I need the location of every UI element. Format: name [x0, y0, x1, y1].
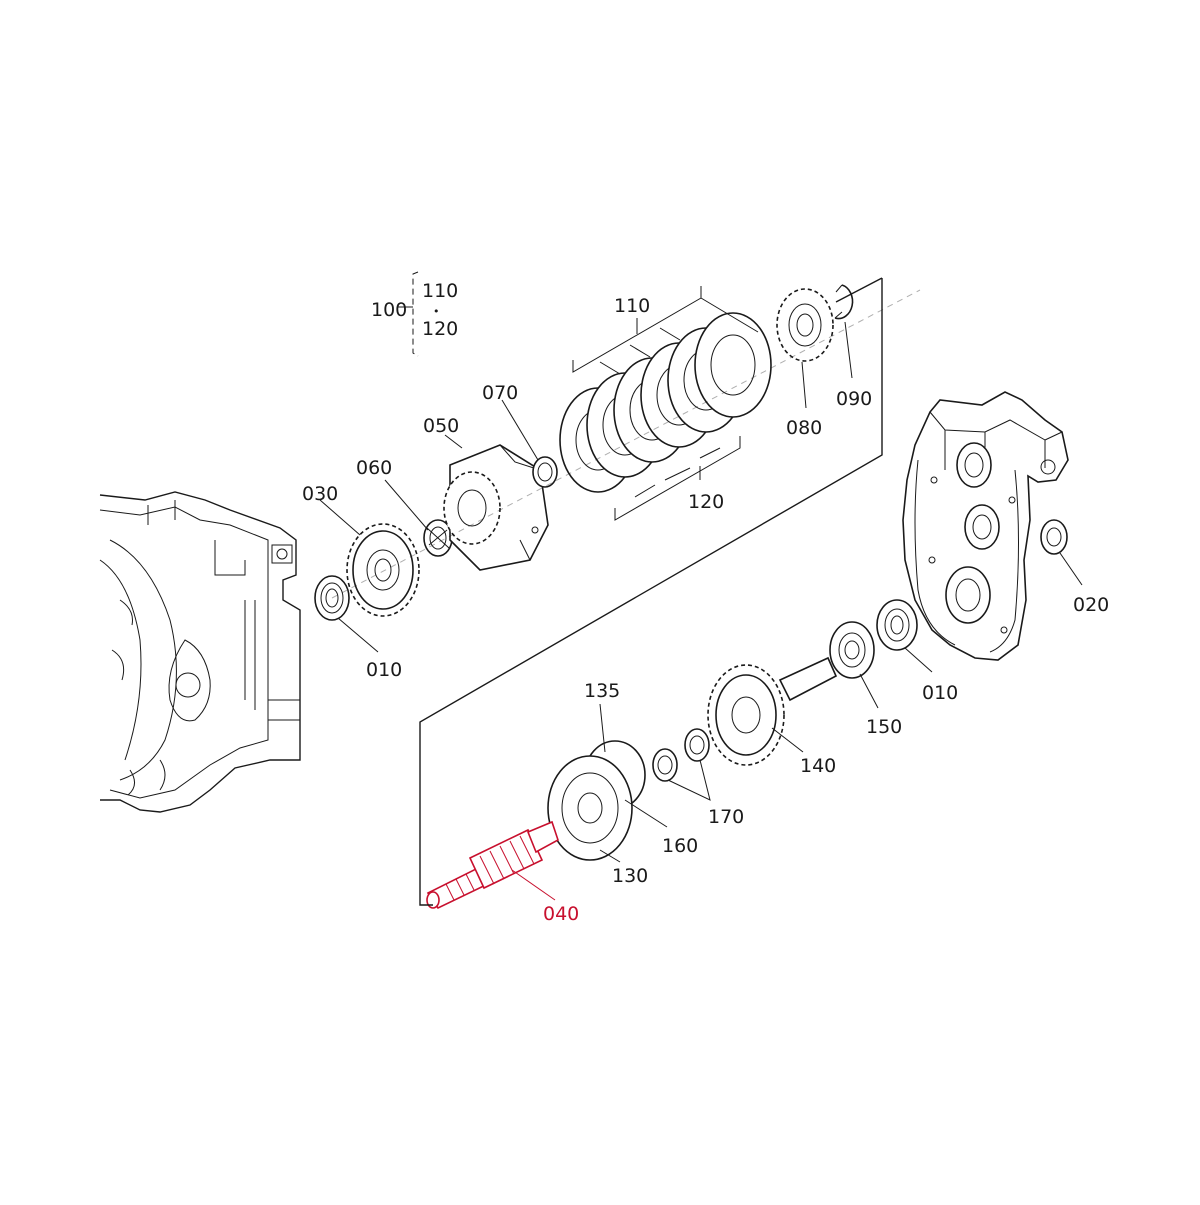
needle-bearings-170	[652, 728, 710, 782]
label-040: 040	[543, 903, 579, 925]
hub-050	[443, 444, 549, 571]
group-member-110: 110	[422, 280, 458, 302]
lower-assembly	[426, 599, 918, 910]
bearing-010-left	[314, 575, 350, 621]
gear-030	[346, 523, 420, 617]
label-060: 060	[356, 457, 392, 479]
ring-070	[532, 456, 558, 488]
label-110: 110	[614, 295, 650, 317]
label-120: 120	[688, 491, 724, 513]
label-160: 160	[662, 835, 698, 857]
needle-bearing-060	[423, 519, 453, 557]
upper-assembly	[314, 284, 1068, 621]
label-090: 090	[836, 388, 872, 410]
bearing-020	[1040, 519, 1068, 555]
shaft-040	[426, 820, 559, 910]
group-member-120: 120	[422, 318, 458, 340]
drum-130	[547, 740, 646, 861]
bearing-150	[829, 621, 875, 679]
label-150: 150	[866, 716, 902, 738]
label-010-right: 010	[922, 682, 958, 704]
leader-lines	[319, 271, 1083, 906]
label-080: 080	[786, 417, 822, 439]
group-separator: •	[433, 305, 440, 318]
snap-ring-090	[834, 284, 854, 320]
bearing-010-right	[876, 599, 918, 651]
gear-140	[707, 664, 785, 766]
label-020: 020	[1073, 594, 1109, 616]
part-labels: 100 110 • 120 110 120 070 050 060 030 01…	[302, 280, 1109, 925]
group-label-100: 100	[371, 299, 407, 321]
label-010-left: 010	[366, 659, 402, 681]
label-130: 130	[612, 865, 648, 887]
gear-080	[776, 288, 834, 362]
label-050: 050	[423, 415, 459, 437]
label-070: 070	[482, 382, 518, 404]
right-housing-cover	[902, 391, 1069, 661]
left-housing	[99, 491, 301, 813]
clutch-plates	[559, 312, 772, 493]
label-170: 170	[708, 806, 744, 828]
label-140: 140	[800, 755, 836, 777]
label-030: 030	[302, 483, 338, 505]
label-135: 135	[584, 680, 620, 702]
